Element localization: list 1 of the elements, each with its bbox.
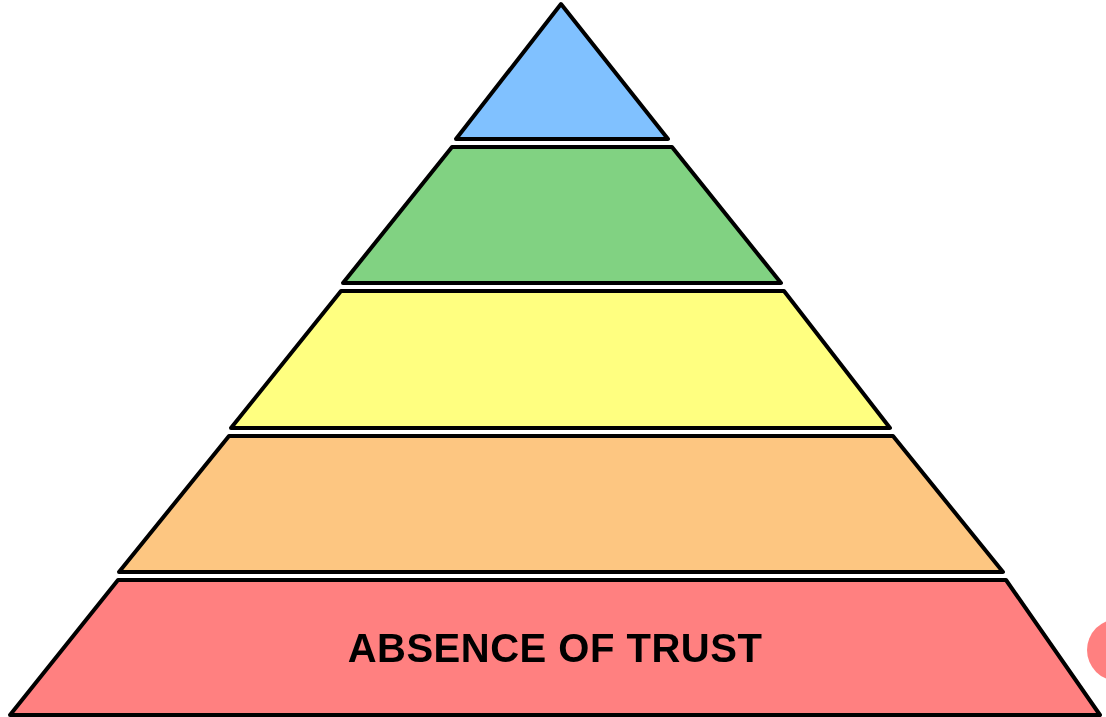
layer-label: ABSENCE OF TRUST [346, 625, 764, 670]
